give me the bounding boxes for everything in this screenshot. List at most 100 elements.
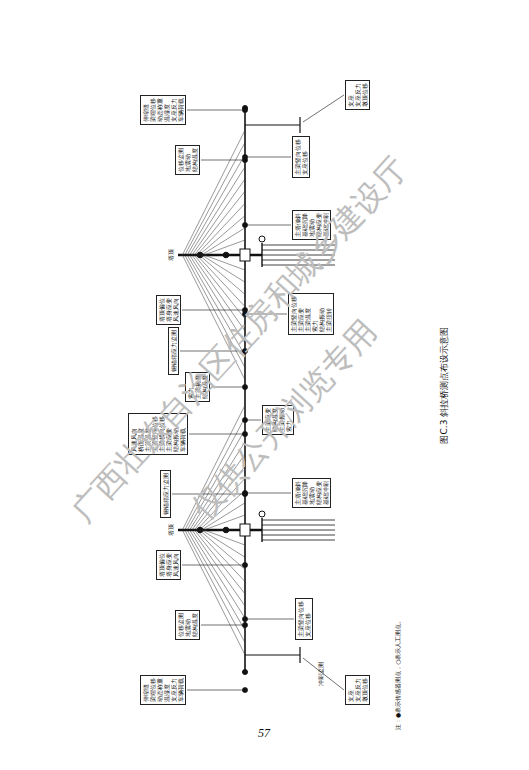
sensor-item: 风速风向: [172, 553, 179, 577]
stay-cable: [192, 530, 245, 606]
sensor-item: 车辆荷载: [177, 678, 184, 702]
sensor-dot: [223, 527, 229, 533]
figure-label: 塔顶: [168, 524, 174, 536]
sensor-item: 温湿度: [163, 678, 170, 702]
sensor-dot: [242, 154, 247, 159]
sensor-dot: [223, 252, 229, 258]
figure-label: 冲刷监测: [318, 662, 324, 686]
stay-cable: [199, 530, 245, 569]
sensor-dot: [242, 562, 247, 567]
sensor-list-box: 伸缩缝梁端位移动态称重温湿度支座反力车辆荷载: [140, 95, 186, 125]
sensor-item: 支座位移: [304, 601, 311, 637]
stay-cable: [197, 530, 245, 582]
leader-line: [182, 310, 243, 311]
pile: [262, 535, 335, 536]
stay-cable: [197, 203, 245, 255]
stay-cable: [190, 530, 245, 618]
sensor-item: 支座: [347, 83, 354, 107]
end-pier: [245, 654, 300, 655]
sensor-item: 风速风向: [172, 298, 179, 322]
sensor-list-box: 钢锚箱应力监测: [168, 327, 179, 375]
sensor-list-box: 塔顶偏位塔身应变风速风向: [156, 295, 181, 325]
stay-cable: [185, 530, 245, 643]
sensor-item: 墩顶位移: [361, 678, 368, 702]
stay-cable: [204, 530, 245, 545]
sensor-dot: [242, 622, 247, 627]
sensor-item: 地震动: [184, 148, 191, 172]
sensor-list-box: 位移监测地震动结构温度: [175, 145, 200, 175]
stay-cable: [192, 179, 245, 255]
sensor-item: 塔身应变: [165, 553, 172, 577]
sensor-item: 主塔倾斜: [294, 213, 301, 237]
sensor-item: 支座反力: [170, 678, 177, 702]
deck-line: [244, 108, 246, 672]
leader-line: [303, 95, 344, 122]
sensor-item: 支座反力: [354, 83, 361, 107]
sensor-item: 钢锚箱应力监测: [170, 330, 177, 372]
sensor-item: 主塔倾斜: [294, 481, 301, 505]
end-pier-base: [299, 117, 300, 133]
pile: [262, 540, 335, 541]
leader-line: [247, 157, 291, 158]
sensor-item: 伸缩缝: [142, 678, 149, 702]
sensor-item: 主梁温度: [304, 296, 311, 332]
sensor-item: 梁端位移: [149, 678, 156, 702]
sensor-item: 支座反力: [170, 98, 177, 122]
stay-cable: [204, 240, 245, 255]
manual-point: [259, 236, 265, 242]
sensor-item: 墩顶位移: [361, 83, 368, 107]
sensor-dot: [242, 222, 247, 227]
leader-line: [201, 625, 243, 626]
sensor-item: 主梁扭转: [325, 296, 332, 332]
sensor-item: 位移监测: [177, 148, 184, 172]
sensor-item: 基础冲刷: [322, 481, 329, 505]
sensor-list-box: 主梁竖向位移支座位移: [295, 598, 313, 640]
sensor-item: 结构振动: [318, 296, 325, 332]
sensor-item: 地震动: [308, 481, 315, 505]
pylon-deck-joint: [240, 249, 250, 261]
sensor-item: 地震动: [184, 613, 191, 637]
sensor-list-box: 位移监测地震动结构温度: [175, 610, 200, 640]
sensor-item: 结构温度: [191, 148, 198, 172]
sensor-item: 位移监测: [177, 613, 184, 637]
sensor-item: 动态称重: [156, 678, 163, 702]
stay-cable: [182, 130, 245, 255]
sensor-list-box: 支座支座反力墩顶位移: [345, 675, 370, 705]
leader-line: [303, 658, 344, 690]
stay-cable: [197, 255, 245, 307]
sensor-item: 伸缩缝: [142, 98, 149, 122]
leader-line: [247, 225, 291, 226]
leader-line: [187, 110, 243, 111]
stay-cable: [190, 167, 245, 255]
sensor-item: 塔顶偏位: [158, 298, 165, 322]
pile: [262, 530, 335, 531]
end-pier: [245, 124, 300, 125]
pile: [262, 520, 335, 521]
sensor-item: 车辆荷载: [177, 98, 184, 122]
figure-caption: 图C.3 斜拉桥测点布设示意图: [440, 327, 449, 444]
sensor-dot: [243, 670, 248, 675]
sensor-list-box: 塔顶偏位塔身应变风速风向: [156, 550, 181, 580]
sensor-item: 塔身应变: [165, 298, 172, 322]
sensor-item: 钢锚箱应力监测: [162, 473, 169, 515]
stay-cable: [204, 255, 245, 270]
sensor-dot: [242, 384, 247, 389]
sensor-item: 基础沉降: [301, 481, 308, 505]
sensor-item: 支座: [347, 678, 354, 702]
sensor-list-box: 主梁竖向位移支座位移: [292, 136, 310, 178]
sensor-item: 塔顶偏位: [158, 553, 165, 577]
leader-line: [189, 434, 243, 435]
pylon-deck-joint: [240, 524, 250, 536]
leader-line: [182, 565, 243, 566]
stay-cable: [185, 142, 245, 255]
sensor-dot: [242, 616, 247, 621]
manual-point: [259, 511, 265, 517]
sensor-list-box: 支座支座反力墩顶位移: [345, 80, 370, 110]
leader-line: [201, 160, 243, 161]
leader-line: [187, 690, 243, 691]
stay-cable: [199, 216, 245, 255]
sensor-item: 结构应变: [315, 481, 322, 505]
sensor-item: 结构温度: [191, 613, 198, 637]
sensor-list-box: 主塔倾斜基础沉降地震动结构应变基础冲刷: [292, 478, 331, 508]
